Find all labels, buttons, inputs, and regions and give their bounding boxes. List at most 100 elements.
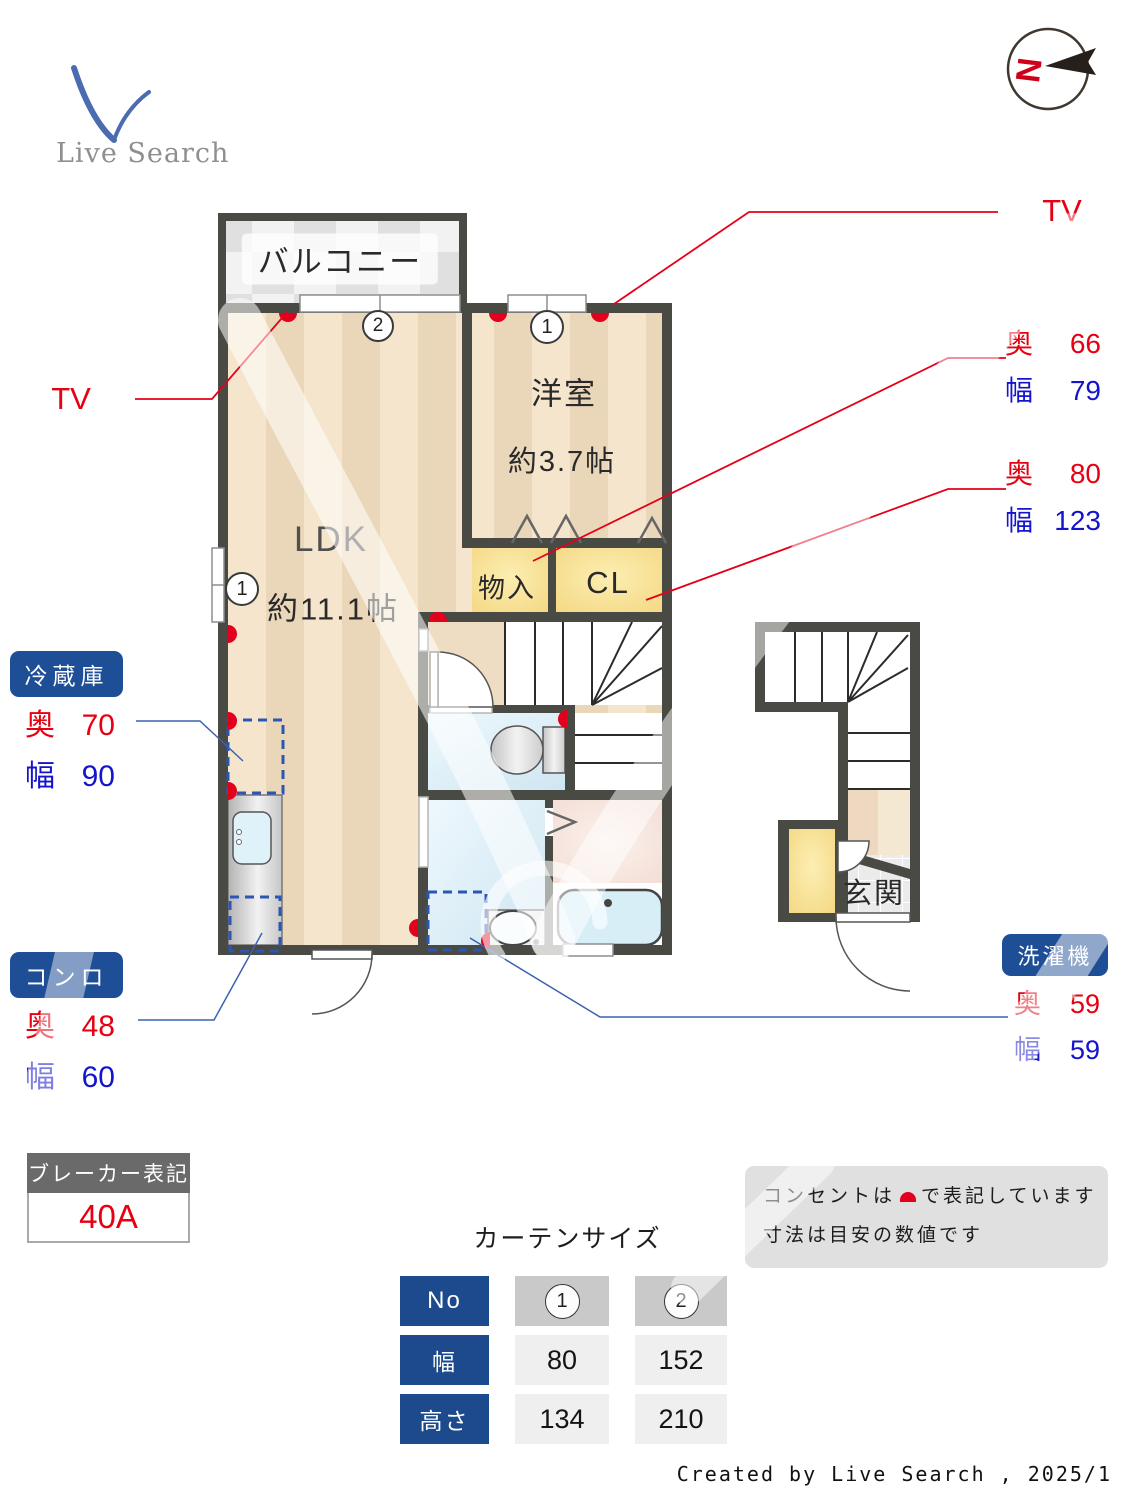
fridge-space-box bbox=[226, 718, 285, 795]
outlet-icon bbox=[228, 625, 237, 643]
bathroom-opening bbox=[545, 808, 553, 836]
depth-value: 59 bbox=[1069, 989, 1100, 1019]
outlet-icon bbox=[228, 712, 237, 730]
toilet-door bbox=[437, 651, 494, 708]
depth-value: 80 bbox=[1069, 458, 1101, 489]
bathtub bbox=[556, 888, 664, 947]
stair-treads bbox=[504, 621, 910, 790]
depth-value: 48 bbox=[81, 1010, 115, 1043]
curtain-col2-no: 2 bbox=[635, 1276, 727, 1326]
tv-left-leader bbox=[135, 310, 289, 400]
row-header-height: 高さ bbox=[400, 1394, 489, 1444]
outlet-icon bbox=[409, 919, 418, 937]
curtain-col1-width: 80 bbox=[515, 1335, 609, 1385]
washbasin-bowl bbox=[489, 910, 537, 946]
washbasin-faucet-icon bbox=[533, 939, 539, 945]
outlet-icon bbox=[481, 932, 490, 950]
closet-dims-leader bbox=[645, 488, 1006, 601]
hallway-floor bbox=[428, 622, 505, 705]
toilet-threshold bbox=[429, 705, 493, 714]
washbasin-counter bbox=[487, 909, 546, 949]
curtain-mark-2: 2 bbox=[362, 310, 394, 342]
doors bbox=[311, 651, 911, 1015]
curtain-mark-1-western: 1 bbox=[530, 310, 564, 344]
curtain-col1-height: 134 bbox=[515, 1394, 609, 1444]
note-line-2: 寸法は目安の数値です bbox=[763, 1224, 984, 1246]
curtain-col2-width: 152 bbox=[635, 1335, 727, 1385]
tv-label-right: TV bbox=[1042, 193, 1082, 228]
breaker-value: 40A bbox=[27, 1193, 190, 1243]
closet-label: CL bbox=[586, 565, 630, 600]
entry-stairs-lower-floor bbox=[848, 702, 910, 790]
bathroom-window bbox=[562, 943, 614, 957]
ldk-size: 約11.1帖 bbox=[266, 591, 400, 627]
row-header-no: No bbox=[400, 1276, 489, 1326]
width-label: 幅 bbox=[25, 760, 55, 793]
outlet-icon bbox=[279, 313, 297, 322]
stove-dimensions: 奥 48 幅 60 bbox=[25, 1001, 115, 1096]
curtain-size-table: No 1 2 幅 80 152 高さ 134 210 bbox=[400, 1276, 727, 1444]
tv-right-leader bbox=[613, 211, 998, 305]
outlet-icon bbox=[429, 612, 447, 621]
compass-needle-icon bbox=[1045, 48, 1096, 75]
fridge-leader bbox=[136, 720, 244, 762]
width-value: 123 bbox=[1054, 505, 1101, 536]
outlet-icon bbox=[489, 313, 507, 322]
compass: N bbox=[1006, 27, 1096, 111]
entry-stairs-upper-floor bbox=[765, 632, 910, 702]
entry-landing-right bbox=[878, 790, 910, 855]
note-box: コンセントはで表記しています 寸法は目安の数値です bbox=[745, 1166, 1108, 1268]
storage-label: 物入 bbox=[478, 573, 536, 604]
bathtub-deck bbox=[553, 883, 662, 945]
curtain-col2-height: 210 bbox=[635, 1394, 727, 1444]
width-value: 59 bbox=[1069, 1035, 1100, 1065]
entry-landing-left bbox=[848, 790, 878, 855]
bathtub-drain-icon bbox=[604, 899, 612, 907]
stairs-upper-floor bbox=[505, 622, 662, 705]
tv-label-left: TV bbox=[51, 381, 91, 416]
faucet-icon bbox=[236, 829, 242, 835]
compass-north-letter: N bbox=[1008, 55, 1049, 84]
width-value: 60 bbox=[81, 1061, 115, 1094]
balcony-label: バルコニー bbox=[241, 233, 439, 285]
ldk-label: LDK bbox=[293, 520, 369, 559]
depth-label: 奥 bbox=[1014, 989, 1041, 1019]
depth-value: 66 bbox=[1069, 328, 1101, 359]
depth-label: 奥 bbox=[1005, 328, 1034, 359]
breaker-box: ブレーカー表記 40A bbox=[27, 1153, 190, 1243]
entrance-inner-door bbox=[837, 840, 870, 873]
washer-leader bbox=[469, 937, 1008, 1018]
width-label: 幅 bbox=[1005, 505, 1034, 536]
curtain-mark-1-ldk: 1 bbox=[225, 572, 259, 606]
hallway-jamb bbox=[418, 628, 429, 652]
width-label: 幅 bbox=[25, 1061, 55, 1094]
entrance-door-leaf bbox=[835, 912, 911, 923]
ldk-door-leaf bbox=[311, 949, 373, 960]
stove-tag: コンロ bbox=[10, 952, 123, 998]
washroom-opening bbox=[418, 796, 429, 868]
washer-space-box bbox=[426, 890, 488, 952]
curtain-col1-no: 1 bbox=[515, 1276, 609, 1326]
entrance-door-swing bbox=[835, 916, 911, 992]
western-room-label: 洋室 bbox=[531, 376, 597, 412]
toilet-bowl bbox=[490, 725, 544, 775]
logo-checkmark-icon bbox=[71, 65, 151, 143]
fridge-tag: 冷蔵庫 bbox=[10, 651, 123, 697]
ldk-side-window bbox=[211, 547, 225, 623]
stairs-lower-floor bbox=[575, 713, 662, 790]
fixtures bbox=[227, 725, 664, 949]
faucet-icon bbox=[236, 839, 242, 845]
width-value: 79 bbox=[1069, 375, 1101, 406]
compass-circle bbox=[1006, 27, 1090, 111]
curtain-table-title: カーテンサイズ bbox=[473, 1225, 662, 1253]
shoe-cabinet-walls bbox=[778, 820, 848, 922]
kitchen-counter bbox=[227, 794, 283, 946]
depth-label: 奥 bbox=[25, 1010, 55, 1043]
